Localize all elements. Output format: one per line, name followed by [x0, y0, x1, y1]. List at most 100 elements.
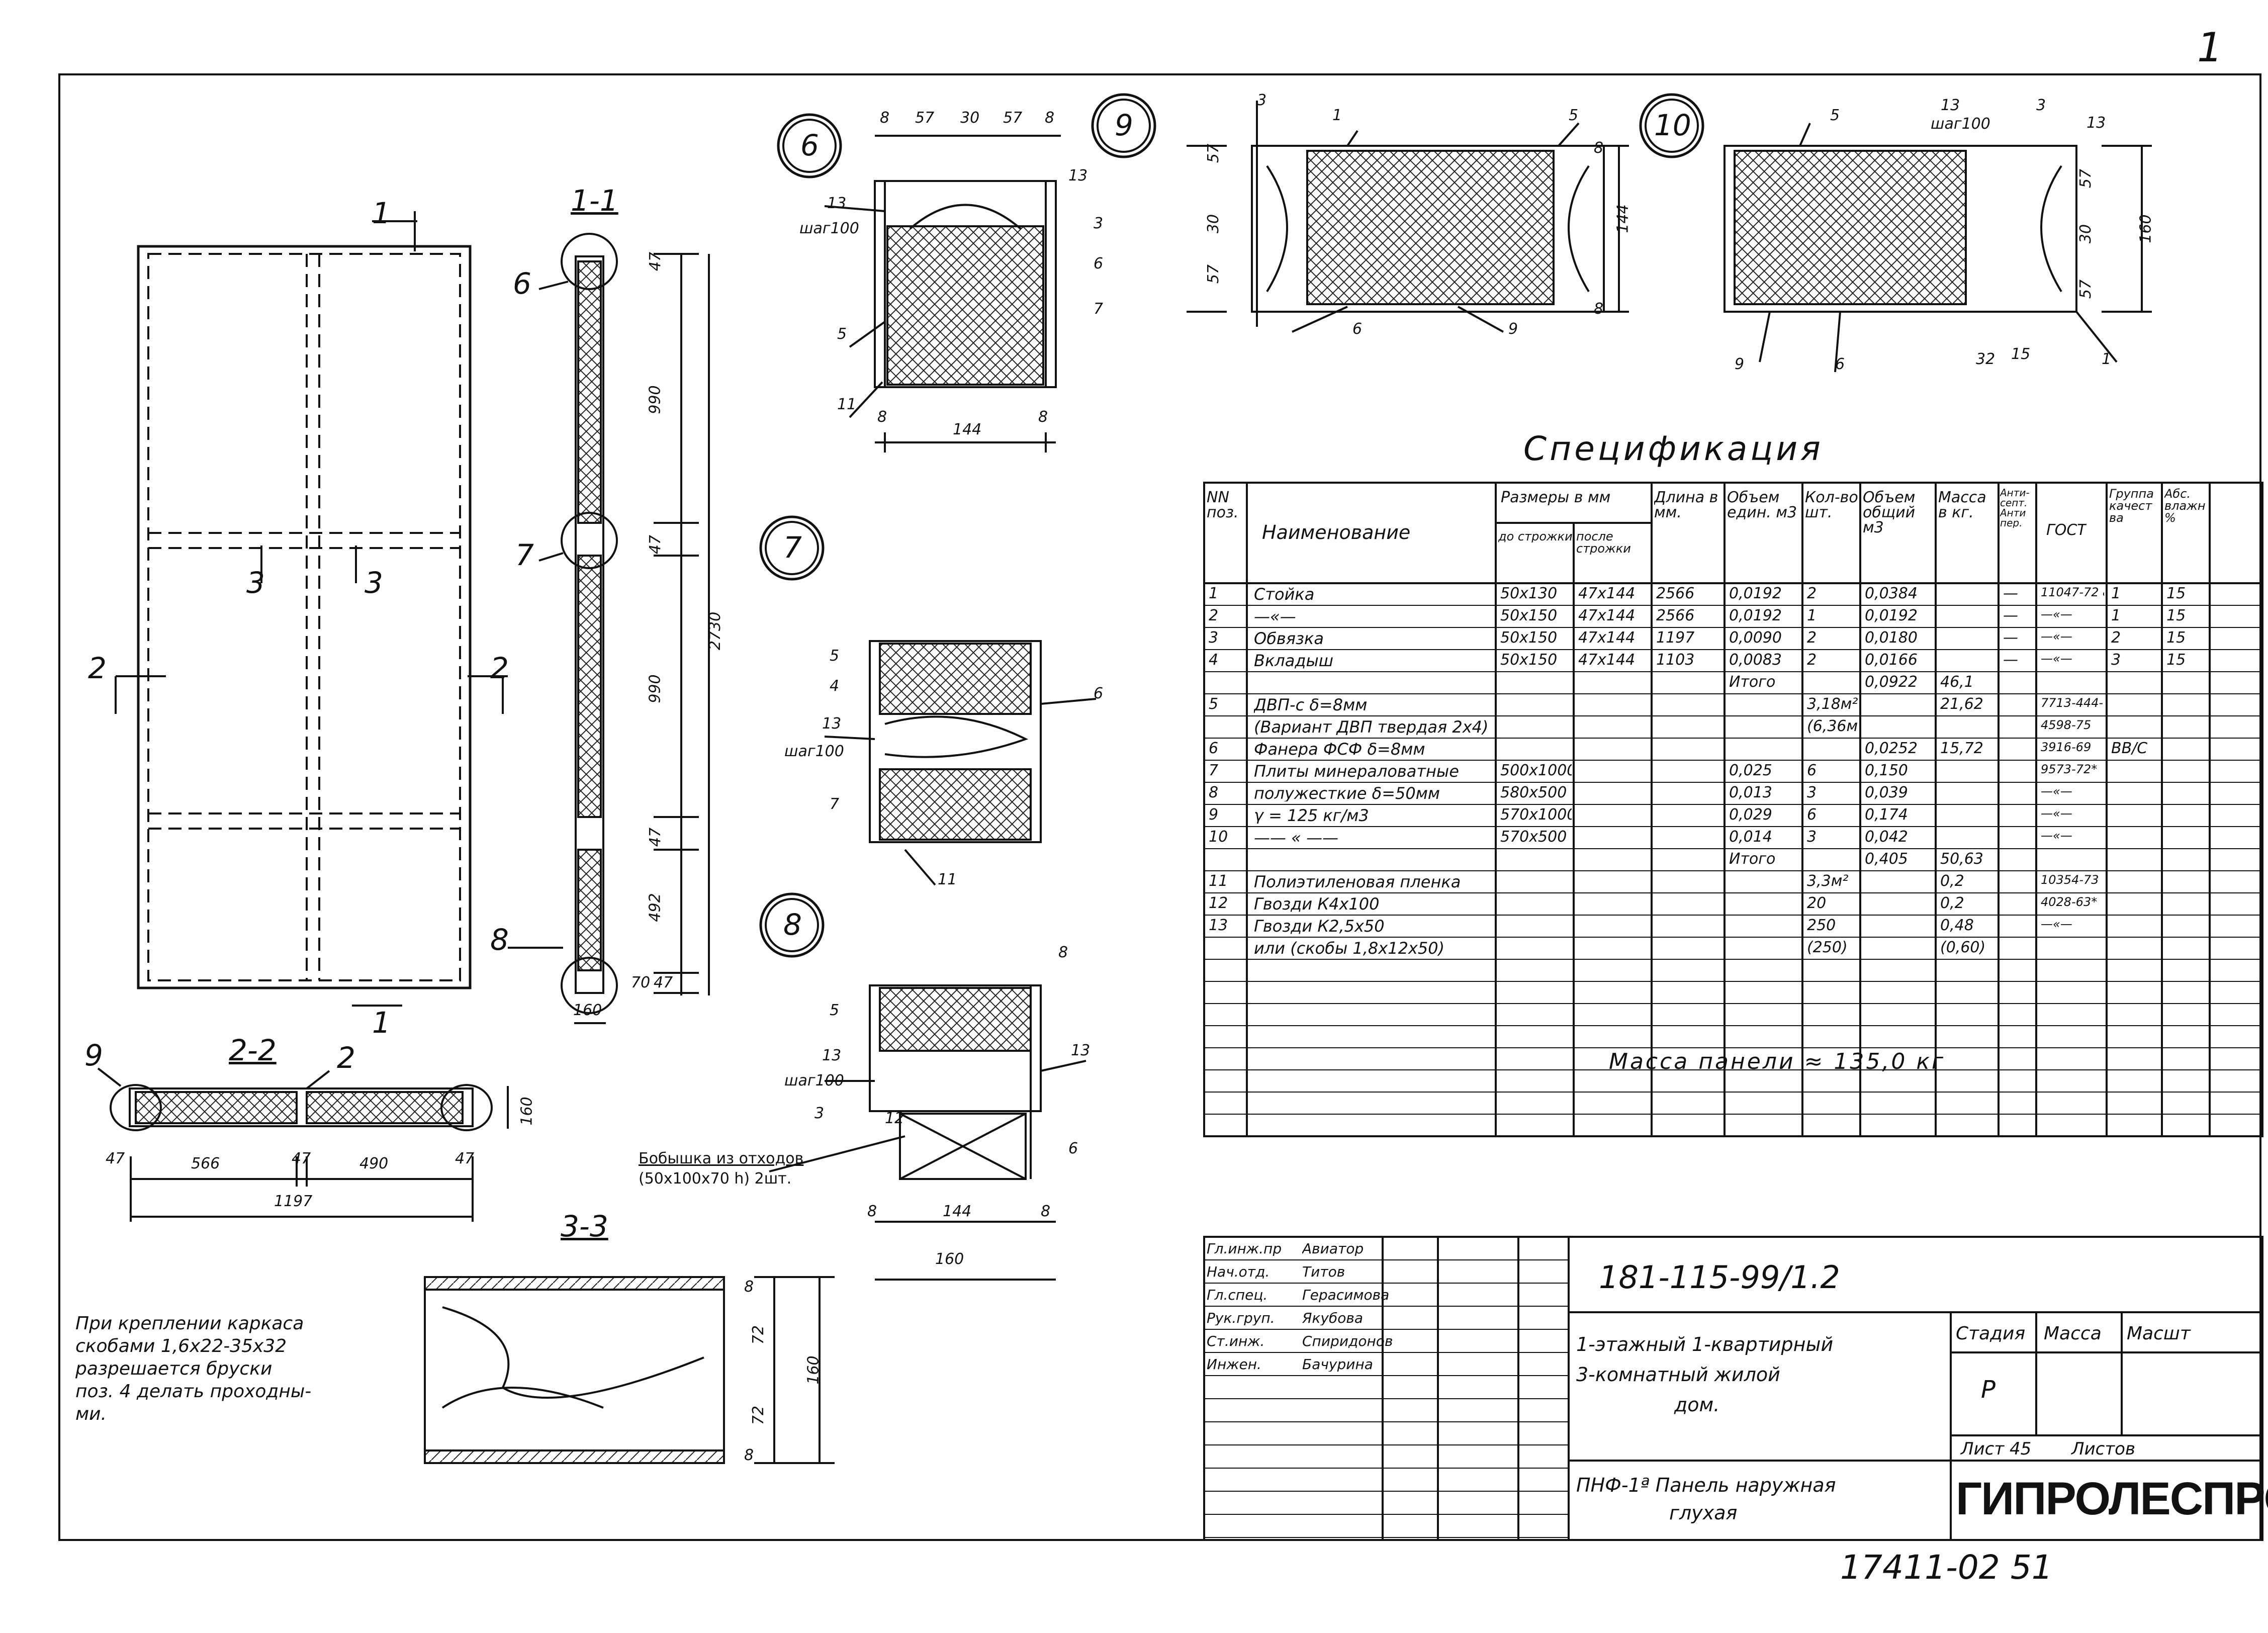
c8-13b: 13 — [1071, 1042, 1091, 1059]
dim-47c: 47 — [647, 827, 665, 847]
spec-cell-name: γ = 125 кг/м3 — [1254, 807, 1369, 824]
spec-cell-tvol: 0,0252 — [1865, 741, 1918, 756]
dim-8d: 8 — [1038, 408, 1048, 426]
callout-8-circle — [759, 892, 825, 958]
spec-cell-name: полужесткие δ=50мм — [1254, 785, 1440, 801]
spec-cell-pos: 6 — [1209, 741, 1219, 756]
callout-6-label: 6 — [800, 128, 819, 162]
spec-cell-before: 570x1000 — [1500, 807, 1572, 823]
hdr-before: до строжки — [1498, 530, 1573, 542]
spec-cell-gost: —«— — [2041, 630, 2072, 643]
spec-cell-len: 1103 — [1656, 653, 1695, 668]
spec-cell-qty: 2 — [1807, 586, 1817, 601]
stamp-person: Герасимова — [1302, 1288, 1390, 1302]
hdr-group: Группа качест ва — [2109, 488, 2154, 524]
dim-8j: 8 — [1594, 300, 1604, 318]
sheet-frame — [58, 73, 2261, 1541]
detail-6 — [824, 135, 1061, 452]
spec-cell-uvol: 0,0083 — [1729, 653, 1782, 668]
spec-cell-mass: 50,63 — [1940, 852, 1983, 867]
detail-7 — [824, 640, 1097, 886]
callout-6-circle — [777, 113, 842, 178]
spec-cell-len: 2566 — [1656, 586, 1695, 601]
callout-7-label: 7 — [783, 530, 802, 565]
spec-cell-uvol: 0,025 — [1729, 763, 1772, 778]
dim-47d: 47 — [654, 974, 673, 991]
leader-2b: 2 — [490, 651, 509, 685]
spec-cell-after: 47x144 — [1578, 586, 1636, 601]
spec-cell-qty: 20 — [1807, 896, 1827, 911]
spec-cell-grp: 2 — [2111, 630, 2121, 646]
dim-72a: 72 — [750, 1325, 768, 1345]
spec-cell-tvol: 0,0192 — [1865, 608, 1918, 623]
spec-cell-qty: 250 — [1807, 918, 1836, 933]
c7-11: 11 — [938, 871, 957, 888]
spec-cell-pos: 9 — [1209, 807, 1219, 823]
boss-label-2: (50x100x70 h) 2шт. — [639, 1170, 792, 1188]
c8-3: 3 — [814, 1105, 825, 1122]
spec-cell-name: Гвозди К2,5х50 — [1254, 918, 1385, 934]
spec-cell-qty: 3 — [1807, 785, 1817, 800]
dim-160d: 160 — [804, 1355, 823, 1385]
spec-cell-len: 1197 — [1656, 630, 1695, 646]
spec-cell-grp: 1 — [2111, 586, 2121, 601]
boss-label-1: Бобышка из отходов — [639, 1150, 804, 1167]
c7-5: 5 — [830, 647, 840, 665]
hdr-nn: NN поз. — [1207, 490, 1239, 520]
doc-code: 181-115-99/1.2 — [1599, 1259, 1840, 1296]
spec-cell-gost: —«— — [2041, 918, 2072, 930]
callout-7-circle — [759, 515, 825, 581]
note-line-5: ми. — [75, 1404, 107, 1424]
spec-cell-abs: 15 — [2166, 653, 2186, 668]
dim-8f: 8 — [1041, 1203, 1051, 1220]
hdr-total-vol: Объем общий м3 — [1863, 490, 1916, 535]
spec-cell-after: 47x144 — [1578, 630, 1636, 646]
c7-7: 7 — [830, 795, 840, 813]
project-title-2: 3-комнатный жилой — [1576, 1364, 1780, 1386]
spec-cell-name: Стойка — [1254, 586, 1315, 602]
leader-1b: 1 — [372, 1006, 391, 1040]
spec-cell-uvol: Итого — [1729, 852, 1776, 867]
drawing-title-1: ПНФ-1ª Панель наружная — [1576, 1474, 1836, 1496]
dim-2730: 2730 — [706, 611, 724, 651]
spec-cell-anti: — — [2003, 630, 2018, 646]
spec-cell-name: Плиты минераловатные — [1254, 763, 1459, 779]
spec-cell-abs: 15 — [2166, 630, 2186, 646]
c10-d3: 3 — [2036, 97, 2046, 114]
dim-47b: 47 — [647, 534, 665, 555]
stage-label: Стадия — [1956, 1323, 2026, 1344]
spec-table-lines — [1203, 482, 2263, 1137]
section-3-3-title: 3-3 — [561, 1209, 608, 1243]
sheet-label: Лист 45 — [1961, 1439, 2032, 1459]
c6-13b: 13 — [1068, 167, 1088, 185]
dim-8c: 8 — [877, 408, 887, 426]
section-2-2 — [97, 1067, 509, 1222]
c8-5: 5 — [830, 1002, 840, 1019]
stamp-person: Якубова — [1302, 1311, 1363, 1325]
c6-5: 5 — [837, 325, 847, 343]
callout-10-circle — [1639, 93, 1704, 158]
dim-57d: 57 — [1205, 264, 1223, 284]
spec-cell-qty: (250) — [1807, 940, 1848, 955]
dim-8g: 8 — [744, 1278, 754, 1296]
spec-cell-gost: 4028-63* — [2041, 896, 2098, 908]
c8-6: 6 — [1068, 1140, 1078, 1157]
spec-cell-grp: 3 — [2111, 653, 2121, 668]
section-1-1 — [508, 233, 710, 1024]
dim-8a: 8 — [880, 109, 890, 127]
hdr-unit-vol: Объем един. м3 — [1727, 490, 1797, 520]
spec-cell-gost: —«— — [2041, 653, 2072, 665]
spec-cell-mass: 0,48 — [1940, 918, 1974, 933]
spec-cell-tvol: 0,0180 — [1865, 630, 1918, 646]
stamp-role: Нач.отд. — [1207, 1265, 1270, 1279]
hdr-name: Наименование — [1262, 523, 1411, 542]
spec-cell-abs: 15 — [2166, 586, 2186, 601]
spec-cell-name: (Вариант ДВП твердая 2х4) — [1254, 719, 1489, 735]
stamp-role: Рук.груп. — [1207, 1311, 1275, 1325]
spec-cell-uvol: 0,0192 — [1729, 586, 1782, 601]
c6-step: шаг100 — [799, 220, 859, 237]
spec-cell-abs: 15 — [2166, 608, 2186, 623]
dim-15: 15 — [2011, 345, 2031, 363]
c6-3: 3 — [1094, 215, 1104, 232]
